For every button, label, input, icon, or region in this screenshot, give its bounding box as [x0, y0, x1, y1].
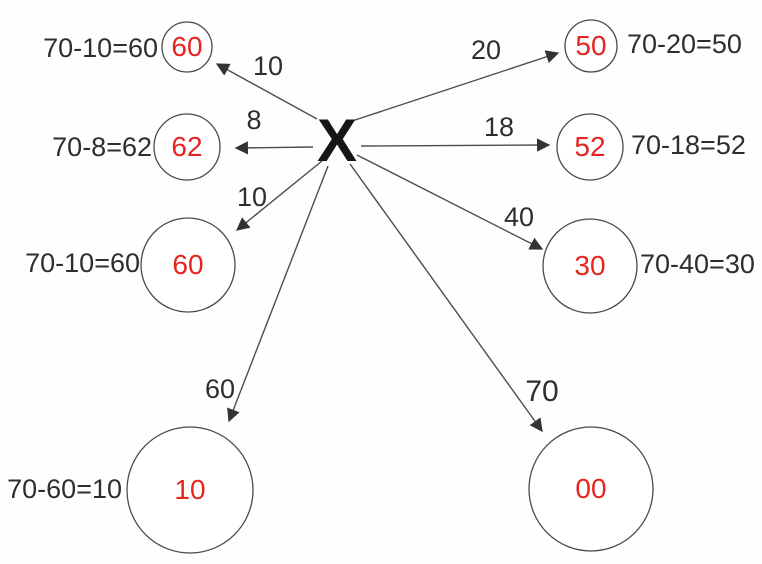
arrow-to-top-left	[215, 63, 318, 120]
circle-value: 50	[575, 30, 607, 61]
node-circle-bottom-left	[126, 426, 254, 554]
edge-weight-label: 60	[204, 374, 236, 404]
arrow-to-top-right	[351, 50, 560, 122]
node-circle-middle-right	[556, 113, 624, 181]
center-node-x: X	[316, 107, 358, 174]
equation-label: 70-60=10	[7, 474, 122, 504]
arrow-to-lower-left	[235, 160, 323, 231]
edge-weight-label: 18	[483, 112, 515, 142]
equation-label: 70-10=60	[25, 248, 140, 278]
equation-label: 70-8=62	[52, 132, 152, 162]
circle-value: 00	[575, 473, 607, 504]
edge-weight-label: 20	[470, 35, 502, 65]
node-circle-top-right	[564, 19, 618, 73]
arrow-to-bottom-right	[349, 163, 543, 433]
arrow-to-middle-right	[360, 138, 551, 152]
equation-label: 70-10=60	[43, 33, 158, 63]
circle-value: 10	[174, 474, 206, 505]
arrow-to-lower-right	[356, 154, 544, 250]
edge-weight-label: 40	[503, 202, 535, 232]
circle-value: 30	[574, 250, 606, 281]
circle-value: 60	[172, 249, 204, 280]
edge-weight-label: 10	[252, 51, 284, 81]
edge-weight-label: 10	[236, 182, 268, 212]
arrow-to-bottom-left	[227, 165, 329, 423]
circle-value: 60	[171, 31, 203, 62]
node-circle-top-left	[161, 21, 213, 73]
node-circle-middle-left	[153, 113, 221, 181]
equation-label: 70-18=52	[631, 130, 746, 160]
equation-label: 70-20=50	[627, 29, 742, 59]
node-circle-lower-right	[542, 218, 638, 314]
edge-weight-label: 70	[525, 375, 559, 408]
arrow-to-middle-left	[234, 141, 314, 155]
node-circle-lower-left	[140, 217, 236, 313]
node-circle-bottom-right	[528, 426, 654, 552]
circle-value: 52	[574, 131, 606, 162]
edge-weight-label: 8	[246, 105, 262, 135]
equation-label: 70-40=30	[640, 249, 755, 279]
circle-value: 62	[171, 131, 203, 162]
